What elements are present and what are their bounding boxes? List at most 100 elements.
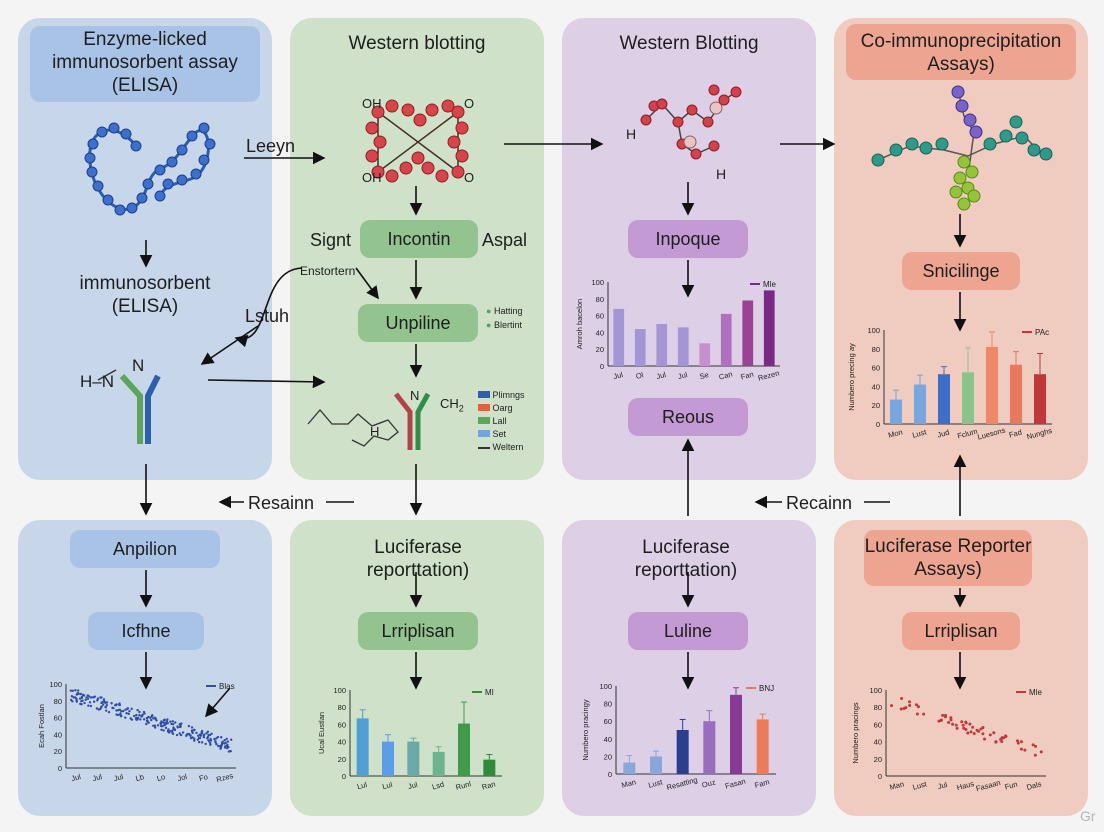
green-bottom-title: Luciferase reporttation): [366, 537, 470, 581]
scatter-point: [196, 738, 200, 741]
x-tick-label: Ol: [635, 370, 645, 381]
scatter-point: [136, 708, 139, 712]
y-tick-label: 60: [874, 720, 882, 729]
x-tick-label: Jul: [655, 370, 667, 381]
y-tick-label: 20: [54, 747, 62, 756]
watermark: Gr: [1080, 808, 1096, 824]
scatter-point: [1004, 734, 1008, 738]
scatter-point: [171, 720, 174, 723]
scatter-point: [159, 722, 162, 725]
scatter-point: [171, 732, 175, 736]
scatter-point: [193, 728, 196, 732]
lrriplisan-label: Lrriplisan: [381, 621, 455, 641]
y-tick-label: 20: [872, 401, 880, 410]
x-tick-label: Fasaan: [975, 778, 1002, 793]
scatter-point: [71, 700, 74, 703]
scatter-point: [221, 740, 224, 743]
scatter-point: [937, 719, 941, 723]
bar: [756, 719, 769, 774]
scatter-point: [77, 689, 80, 692]
x-tick-label: Man: [889, 779, 905, 791]
x-tick-label: Lb: [135, 772, 145, 783]
scatter-point: [1034, 744, 1038, 748]
h-label: H: [370, 424, 380, 439]
scatter-point: [164, 726, 168, 730]
scatter-point: [79, 702, 82, 706]
scatter-point: [197, 734, 200, 737]
bar: [699, 343, 711, 366]
bar: [356, 718, 369, 776]
scatter-point: [966, 731, 970, 735]
y-tick-label: 80: [338, 703, 346, 712]
oh-bottom-label: OH: [362, 170, 382, 185]
scatter-point: [110, 702, 113, 705]
purple-bottom-title: Luciferase reporttation): [634, 537, 738, 581]
enstortern-label: Enstortern: [300, 264, 356, 278]
scatter-point: [224, 741, 228, 744]
snicilinge-box: [902, 252, 1020, 290]
scatter-point: [206, 730, 210, 733]
scatter-point: [122, 709, 125, 713]
x-tick-label: Lsd: [431, 780, 445, 792]
scatter-point: [118, 703, 122, 707]
bar: [407, 741, 420, 776]
x-tick-label: Fam: [754, 777, 771, 790]
scatter-point: [140, 715, 143, 718]
scatter-point: [151, 714, 154, 717]
y-tick-label: 40: [872, 382, 880, 391]
flow-label-recainn: Recainn: [786, 493, 853, 513]
x-tick-label: Se: [699, 370, 710, 381]
scatter-point: [179, 733, 183, 737]
x-tick-label: Ran: [481, 779, 497, 791]
o-right-bottom-label: O: [464, 170, 475, 185]
scatter-point: [124, 716, 127, 719]
bar: [1010, 364, 1022, 424]
scatter-point: [170, 722, 173, 726]
legend-item-lall: Lall: [478, 416, 507, 426]
scatter-point: [975, 728, 979, 732]
scatter-point: [145, 722, 148, 726]
scatter-point: [115, 709, 118, 712]
ch2-label: CH2: [440, 396, 464, 414]
scatter-point: [86, 694, 89, 697]
scatter-point: [160, 728, 163, 731]
x-tick-label: Lo: [156, 772, 166, 783]
y-tick-label: 80: [596, 295, 604, 304]
scatter-point: [899, 707, 903, 711]
scatter-point: [1031, 743, 1035, 747]
legend-item-set: Set: [478, 429, 506, 439]
antibody-icon-2: [394, 392, 431, 450]
bar: [676, 730, 689, 774]
elisa-title: Enzyme-licked immunosorbent assay (ELISA…: [52, 29, 238, 96]
scatter-point: [981, 726, 985, 730]
scatter-point: [153, 726, 157, 729]
luline-box: [628, 612, 748, 650]
bar: [720, 313, 732, 366]
scatter-point: [1033, 753, 1037, 757]
elisa-side-label: Lstuh: [245, 306, 290, 326]
scatter-point: [890, 704, 894, 708]
bar: [962, 372, 974, 424]
molecule-cluster-icon: [365, 99, 469, 183]
scatter-point: [75, 698, 78, 702]
reous-box: [628, 398, 748, 436]
scatter-point: [86, 697, 90, 701]
scatter-point: [175, 733, 179, 737]
scatter-point: [206, 736, 209, 740]
y-tick-label: 60: [872, 364, 880, 373]
scatter-point: [161, 724, 164, 728]
protein-complex-icon: [871, 85, 1053, 211]
scatter-point: [900, 697, 904, 701]
y-axis-label: Numbero pracings: [851, 702, 860, 764]
y-tick-label: 80: [604, 700, 612, 709]
x-tick-label: Jol: [176, 772, 188, 783]
bar: [1034, 374, 1046, 424]
scatter-point: [200, 729, 204, 733]
scatter-point: [216, 735, 220, 739]
x-tick-label: Fclum: [956, 427, 978, 441]
y-tick-label: 100: [867, 326, 880, 335]
scatter-point: [84, 698, 87, 701]
